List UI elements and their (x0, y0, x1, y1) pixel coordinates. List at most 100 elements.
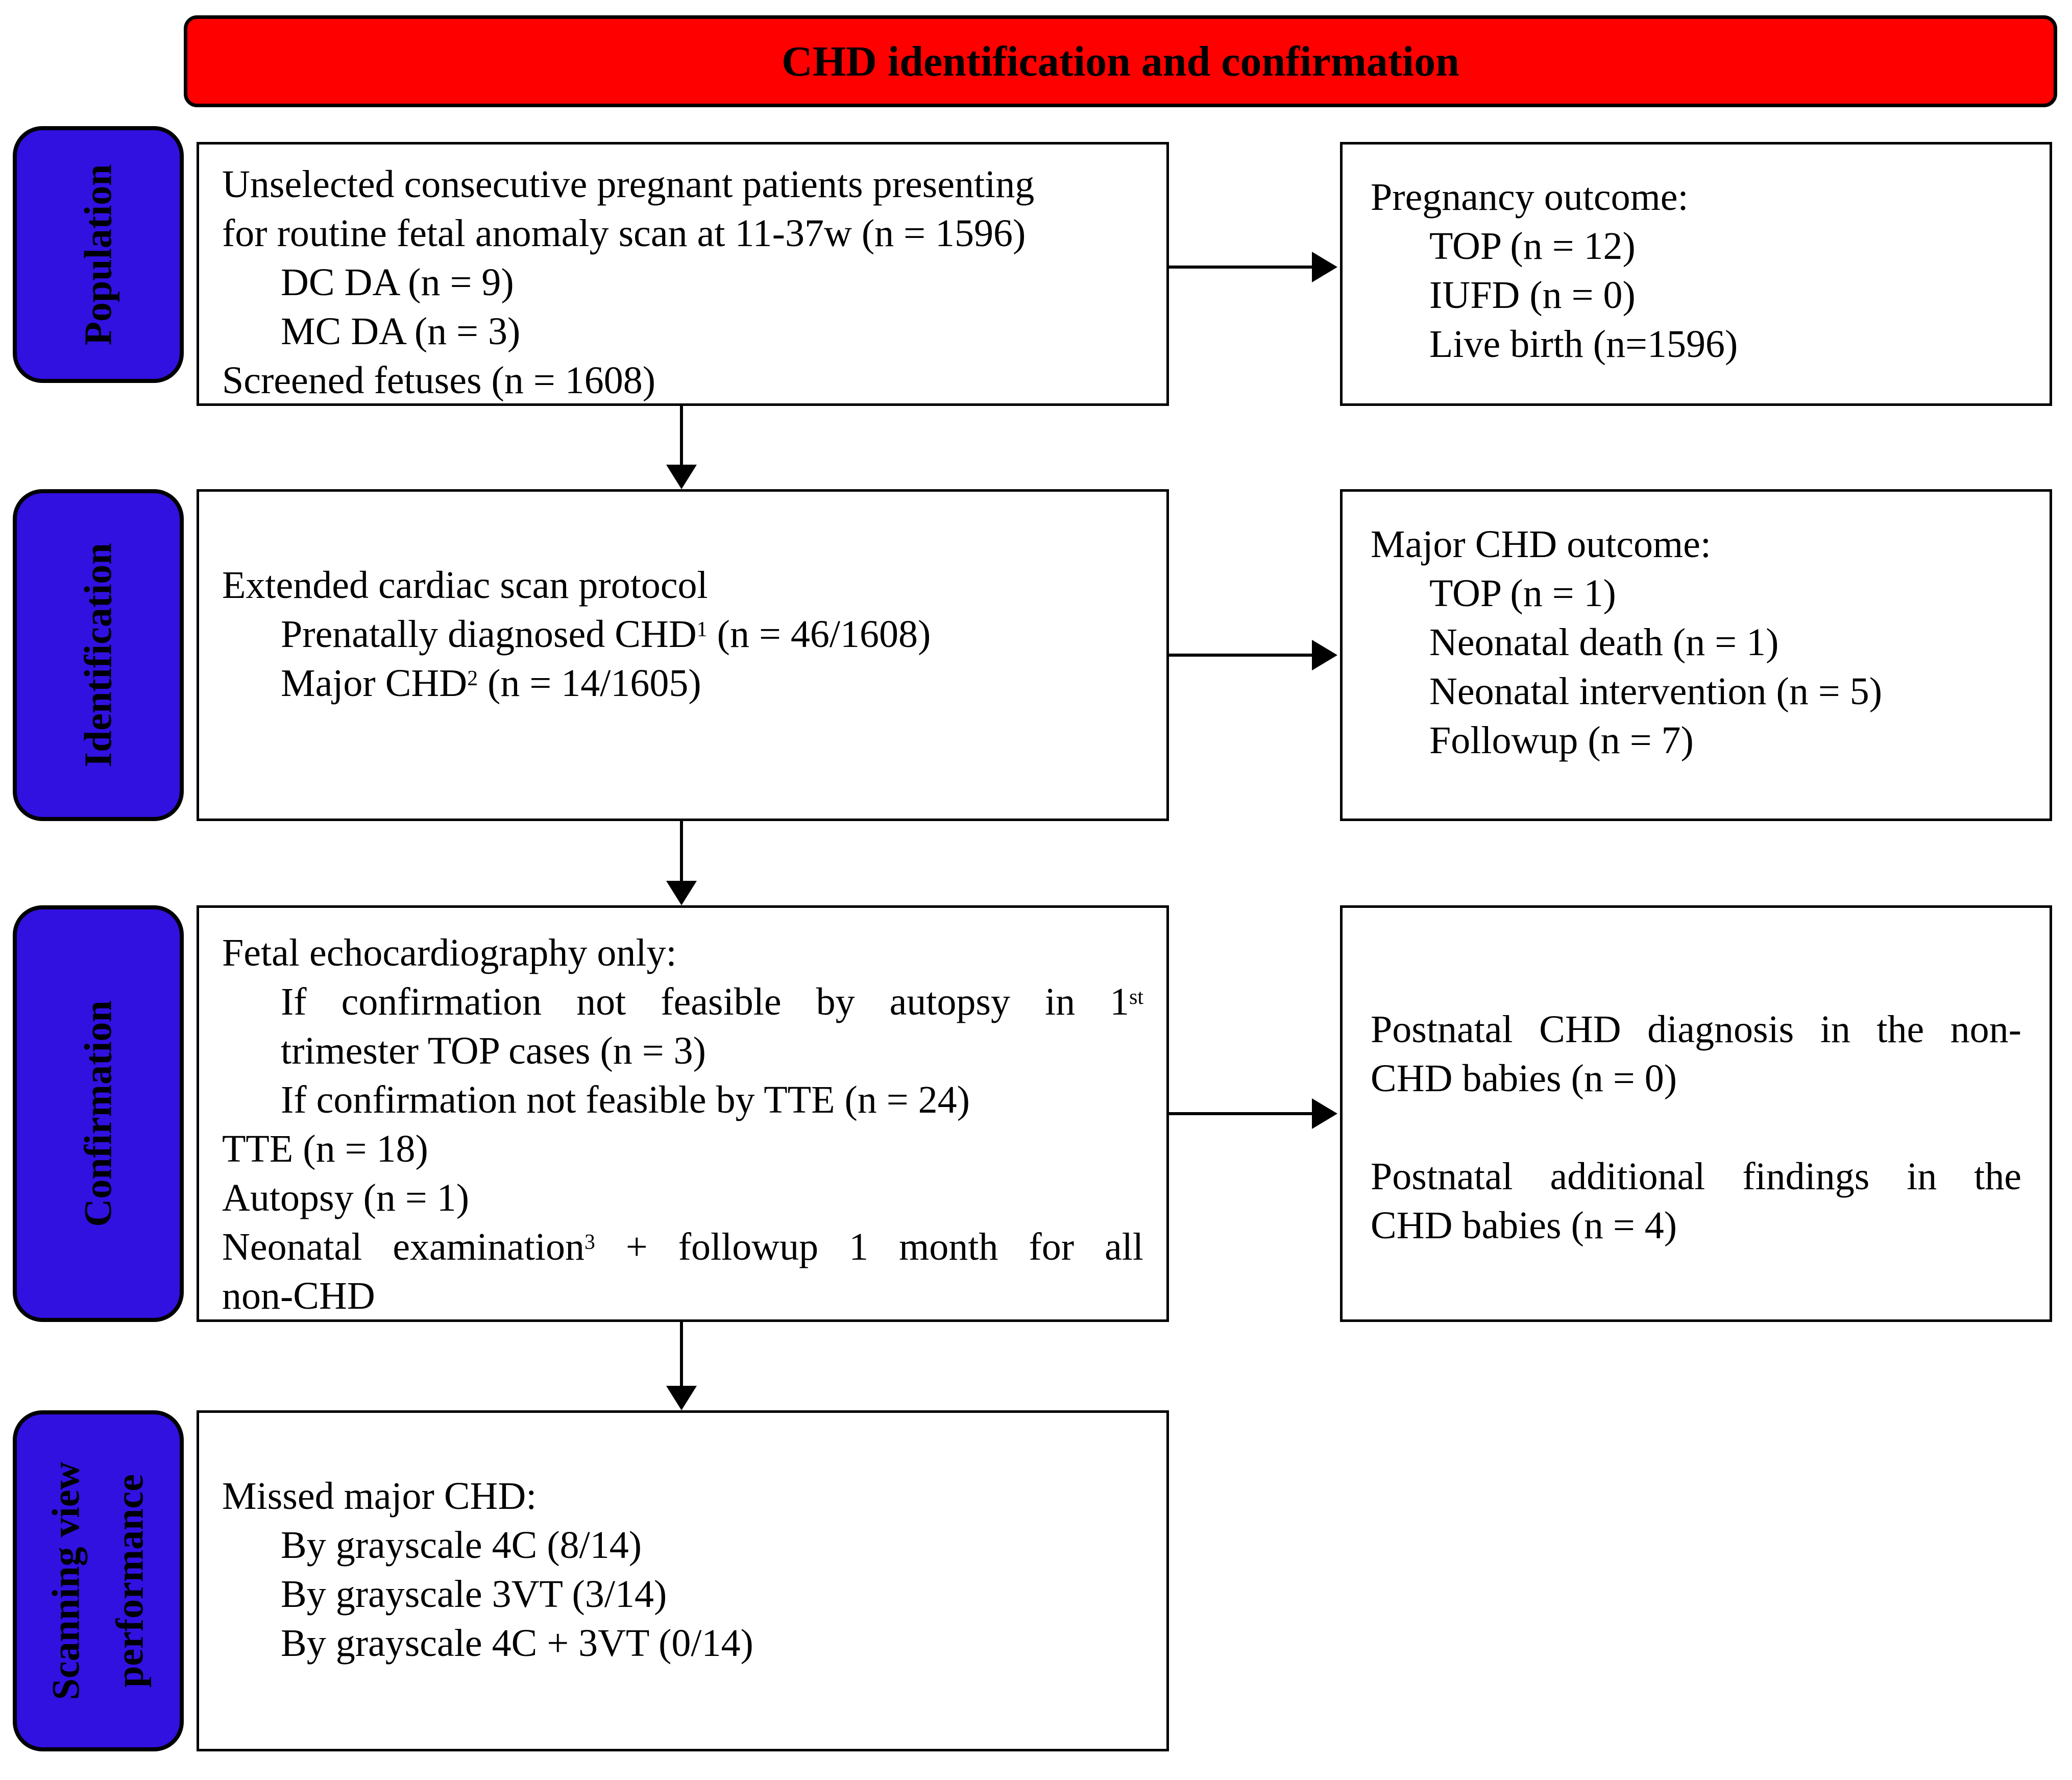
text-segment: Extended cardiac scan protocol (222, 564, 708, 607)
text-segment: Followup (n = 7) (1429, 719, 1694, 762)
text-line (1371, 1103, 2021, 1152)
text-line: Major CHD outcome: (1371, 520, 2021, 569)
text-segment: By grayscale 4C (8/14) (281, 1524, 642, 1567)
text-segment: By grayscale 4C + 3VT (0/14) (281, 1622, 753, 1665)
pregnancy-outcome-box: Pregnancy outcome: TOP (n = 12) IUFD (n = … (1340, 142, 2052, 406)
text-line: Autopsy (n = 1) (222, 1173, 1143, 1222)
text-segment: Major CHD (281, 662, 468, 705)
arrow-right-2-head (1312, 640, 1337, 670)
stage-label-confirmation: Confirmation (13, 905, 184, 1322)
text-line: IUFD (n = 0) (1429, 271, 2021, 320)
text-segment: CHD babies (n = 4) (1371, 1204, 1677, 1247)
text-segment: Major CHD outcome: (1371, 523, 1712, 566)
superscript: 1 (696, 618, 708, 642)
stage-label-confirmation-text: Confirmation (76, 1000, 119, 1227)
text-segment: Postnatal additional findings in the (1371, 1155, 2021, 1198)
stage-label-identification-text: Identification (76, 543, 119, 767)
text-segment: Live birth (n=1596) (1429, 323, 1738, 366)
text-segment: Autopsy (n = 1) (222, 1176, 470, 1219)
text-line: TOP (n = 12) (1429, 222, 2021, 271)
text-segment: + followup 1 month for all (595, 1225, 1143, 1268)
text-line: TTE (n = 18) (222, 1124, 1143, 1173)
text-line: By grayscale 4C (8/14) (281, 1521, 1143, 1570)
text-line: MC DA (n = 3) (281, 307, 1143, 356)
arrow-down-1-head (666, 465, 697, 489)
text-segment: CHD babies (n = 0) (1371, 1057, 1677, 1100)
text-segment: DC DA (n = 9) (281, 261, 514, 304)
text-segment: Screened fetuses (n = 1608) (222, 359, 656, 402)
text-segment: for routine fetal anomaly scan at 11-37w… (222, 212, 1026, 255)
arrow-right-2-shaft (1169, 654, 1312, 657)
text-segment: non-CHD (222, 1274, 375, 1317)
text-line: Extended cardiac scan protocol (222, 561, 1143, 610)
stage-label-scanning-view-performance: Scanning view performance (13, 1410, 184, 1751)
text-segment: (n = 14/1605) (478, 662, 701, 705)
text-segment: If confirmation not feasible by TTE (n =… (281, 1078, 970, 1121)
text-segment: Postnatal CHD diagnosis in the non- (1371, 1008, 2021, 1051)
superscript: st (1129, 985, 1143, 1009)
postnatal-findings-box: Postnatal CHD diagnosis in the non- CHD b… (1340, 905, 2052, 1322)
text-line: If confirmation not feasible by autopsy … (281, 977, 1143, 1026)
arrow-right-3-head (1312, 1098, 1337, 1129)
arrow-down-3-shaft (680, 1322, 683, 1387)
confirmation-box: Fetal echocardiography only: If confirmat… (197, 905, 1169, 1322)
arrow-down-3-head (666, 1386, 697, 1410)
text-line: CHD babies (n = 4) (1371, 1201, 2021, 1250)
text-line: Neonatal intervention (n = 5) (1429, 667, 2021, 716)
header-title: CHD identification and confirmation (782, 37, 1459, 85)
arrow-right-1-shaft (1169, 266, 1312, 269)
superscript: 2 (467, 667, 478, 691)
text-segment: If confirmation not feasible by autopsy … (281, 980, 1130, 1023)
text-segment: Pregnancy outcome: (1371, 176, 1689, 219)
text-line: If confirmation not feasible by TTE (n =… (281, 1075, 1143, 1124)
arrow-right-1-head (1312, 252, 1337, 282)
population-box: Unselected consecutive pregnant patients… (197, 142, 1169, 406)
text-line: By grayscale 3VT (3/14) (281, 1570, 1143, 1619)
text-line: Missed major CHD: (222, 1472, 1143, 1521)
text-segment: Neonatal examination (222, 1225, 584, 1268)
arrow-down-1-shaft (680, 406, 683, 466)
text-segment: Prenatally diagnosed CHD (281, 613, 697, 656)
text-segment: MC DA (n = 3) (281, 310, 521, 353)
text-segment: IUFD (n = 0) (1429, 274, 1636, 317)
text-line: non-CHD (222, 1271, 1143, 1319)
arrow-down-2-shaft (680, 821, 683, 882)
text-segment: TTE (n = 18) (222, 1127, 428, 1170)
superscript: 3 (584, 1231, 595, 1255)
text-line: Postnatal CHD diagnosis in the non- (1371, 1005, 2021, 1054)
text-segment: Missed major CHD: (222, 1475, 537, 1518)
text-segment: (n = 46/1608) (707, 613, 931, 656)
text-line: Postnatal additional findings in the (1371, 1152, 2021, 1201)
text-line: for routine fetal anomaly scan at 11-37w… (222, 209, 1143, 258)
stage-label-identification: Identification (13, 489, 184, 821)
text-line: Live birth (n=1596) (1429, 320, 2021, 369)
text-line: CHD babies (n = 0) (1371, 1054, 2021, 1103)
text-segment: Fetal echocardiography only: (222, 931, 677, 974)
text-line: DC DA (n = 9) (281, 258, 1143, 307)
major-chd-outcome-box: Major CHD outcome: TOP (n = 1) Neonatal de… (1340, 489, 2052, 821)
text-segment: Neonatal death (n = 1) (1429, 621, 1779, 664)
text-segment: TOP (n = 12) (1429, 225, 1636, 268)
text-line: TOP (n = 1) (1429, 569, 2021, 618)
text-segment: By grayscale 3VT (3/14) (281, 1573, 667, 1616)
text-line: Neonatal examination3 + followup 1 month… (222, 1222, 1143, 1271)
arrow-right-3-shaft (1169, 1112, 1312, 1115)
text-segment: trimester TOP cases (n = 3) (281, 1029, 706, 1072)
header-banner: CHD identification and confirmation (184, 15, 2057, 107)
text-line: trimester TOP cases (n = 3) (281, 1026, 1143, 1075)
stage-label-population: Population (13, 126, 184, 383)
text-line: Major CHD2 (n = 14/1605) (281, 659, 1143, 708)
text-line: Neonatal death (n = 1) (1429, 618, 2021, 667)
stage-label-population-text: Population (76, 164, 119, 345)
text-line: By grayscale 4C + 3VT (0/14) (281, 1619, 1143, 1668)
text-line: Pregnancy outcome: (1371, 173, 2021, 222)
text-segment: TOP (n = 1) (1429, 572, 1616, 615)
arrow-down-2-head (666, 881, 697, 905)
text-line: Fetal echocardiography only: (222, 928, 1143, 977)
text-line: Unselected consecutive pregnant patients… (222, 160, 1143, 209)
text-segment: Neonatal intervention (n = 5) (1429, 670, 1883, 713)
stage-label-scanning-view-performance-text: Scanning view performance (44, 1461, 152, 1700)
scanning-view-performance-box: Missed major CHD: By grayscale 4C (8/14) B… (197, 1410, 1169, 1751)
